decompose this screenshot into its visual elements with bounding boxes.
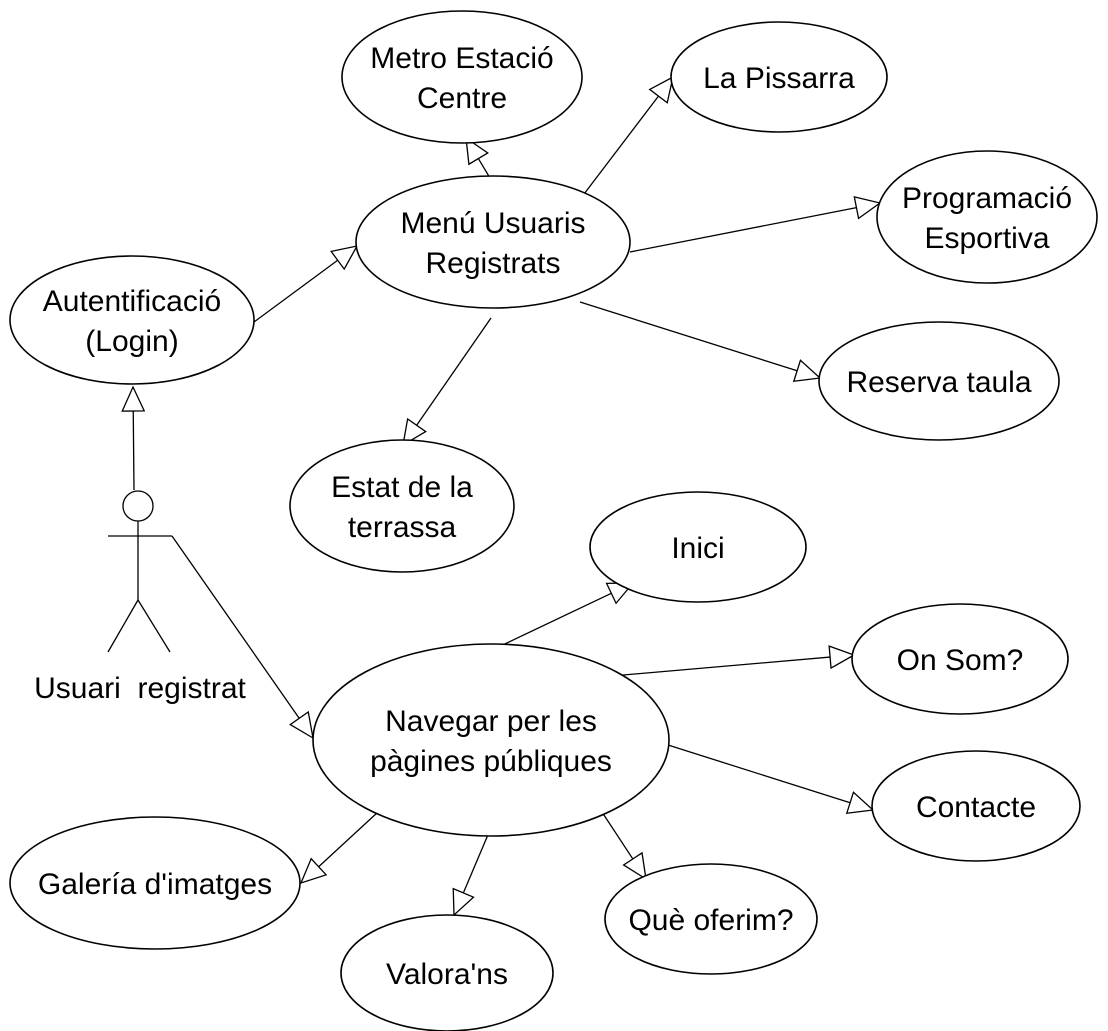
use-case-login: Autentificació (Login)	[9, 255, 255, 385]
use-case-label: Registrats	[425, 247, 560, 280]
use-case-oferim: Què oferim?	[604, 863, 818, 975]
use-case-label: terrassa	[348, 511, 457, 544]
relation-navegar-to-contacte	[667, 744, 875, 815]
use-case-ellipse	[670, 21, 888, 133]
relation-navegar-to-inici	[489, 582, 635, 652]
relation-menu-to-programacio	[629, 195, 882, 253]
use-case-label: Què oferim?	[628, 904, 793, 937]
use-case-label: Metro Estació	[370, 42, 553, 75]
relation-menu-to-pissarra	[580, 75, 674, 199]
relation-navegar-to-onsom	[599, 645, 856, 678]
relation-line	[599, 808, 634, 860]
use-case-pissarra: La Pissarra	[670, 21, 888, 133]
use-case-label: On Som?	[897, 644, 1024, 677]
relations-layer	[121, 75, 882, 917]
use-case-ellipse	[312, 643, 670, 837]
use-case-ellipse	[818, 321, 1060, 441]
use-case-label: Menú Usuaris	[400, 207, 585, 240]
arrowhead	[648, 75, 674, 104]
use-case-reserva: Reserva taula	[818, 321, 1060, 441]
use-case-onsom: On Som?	[851, 603, 1069, 715]
relation-line	[132, 410, 135, 491]
use-case-ellipse	[589, 491, 807, 603]
relation-line	[462, 829, 491, 894]
relation-line	[667, 744, 851, 804]
arrowhead	[121, 385, 146, 412]
use-case-label: Valora'ns	[386, 958, 508, 991]
relation-line	[489, 592, 612, 652]
relation-line	[318, 811, 379, 868]
actor-label: Usuari registrat	[34, 672, 246, 705]
use-case-label: pàgines públiques	[370, 745, 612, 778]
use-case-ellipse	[9, 255, 255, 385]
use-case-valorans: Valora'ns	[340, 914, 554, 1031]
use-cases-layer: Autentificació (Login) Menú UsuarisRegistr…	[9, 10, 1098, 1031]
use-case-ellipse	[876, 150, 1098, 284]
use-case-label: Inici	[671, 532, 724, 565]
use-case-label: La Pissarra	[703, 62, 855, 95]
use-case-contacte: Contacte	[871, 750, 1081, 862]
use-case-galeria: Galería d'imatges	[9, 816, 301, 950]
use-case-ellipse	[871, 750, 1081, 862]
use-case-ellipse	[355, 175, 631, 309]
use-case-label: Autentificació	[43, 285, 221, 318]
use-case-inici: Inici	[589, 491, 807, 603]
use-case-ellipse	[289, 439, 515, 573]
use-case-ellipse	[341, 10, 583, 144]
actor-left-leg	[107, 599, 139, 653]
arrowhead	[465, 136, 489, 166]
actor-right-leg	[137, 599, 171, 653]
arrowhead	[299, 857, 328, 885]
relation-line	[580, 95, 659, 199]
relation-menu-to-terrassa	[402, 317, 492, 447]
use-case-ellipse	[604, 863, 818, 975]
relation-line	[171, 535, 300, 719]
use-case-label: (Login)	[85, 325, 178, 358]
use-case-label: Contacte	[916, 791, 1036, 824]
relation-login-to-menu	[253, 245, 359, 323]
use-case-label: Programació	[902, 182, 1072, 215]
use-case-label: Estat de la	[331, 471, 473, 504]
relation-navegar-to-oferim	[599, 808, 647, 881]
use-case-terrassa: Estat de la terrassa	[289, 439, 515, 573]
relation-navegar-to-galeria	[299, 811, 379, 885]
actor-usuari-registrat: Usuari registrat	[34, 490, 247, 705]
arrowhead	[828, 645, 856, 670]
arrowhead	[792, 359, 822, 383]
arrowhead	[622, 851, 647, 881]
relation-line	[629, 206, 857, 253]
use-case-label: Esportiva	[924, 222, 1049, 255]
relation-line	[253, 259, 339, 323]
use-case-ellipse	[9, 816, 301, 950]
use-case-ellipse	[851, 603, 1069, 715]
relation-actor-to-navegar	[171, 535, 314, 740]
relation-actor-to-login	[121, 385, 146, 491]
arrowhead	[452, 887, 475, 917]
arrowhead	[853, 195, 882, 220]
relation-line	[416, 317, 492, 426]
use-case-label: Centre	[417, 82, 507, 115]
use-case-label: Navegar per les	[385, 705, 597, 738]
use-case-label: Reserva taula	[846, 366, 1031, 399]
actor-head	[122, 490, 154, 522]
relation-menu-to-reserva	[579, 301, 822, 383]
arrowhead	[845, 791, 875, 815]
relation-line	[579, 301, 798, 372]
relation-navegar-to-valorans	[452, 829, 491, 917]
arrowhead	[289, 710, 314, 740]
arrowhead	[402, 417, 427, 447]
use-case-label: Galería d'imatges	[38, 868, 272, 901]
relation-line	[599, 656, 831, 678]
arrowhead	[330, 245, 359, 271]
use-case-navegar: Navegar per les pàgines públiques	[312, 643, 670, 837]
use-case-ellipse	[340, 914, 554, 1031]
